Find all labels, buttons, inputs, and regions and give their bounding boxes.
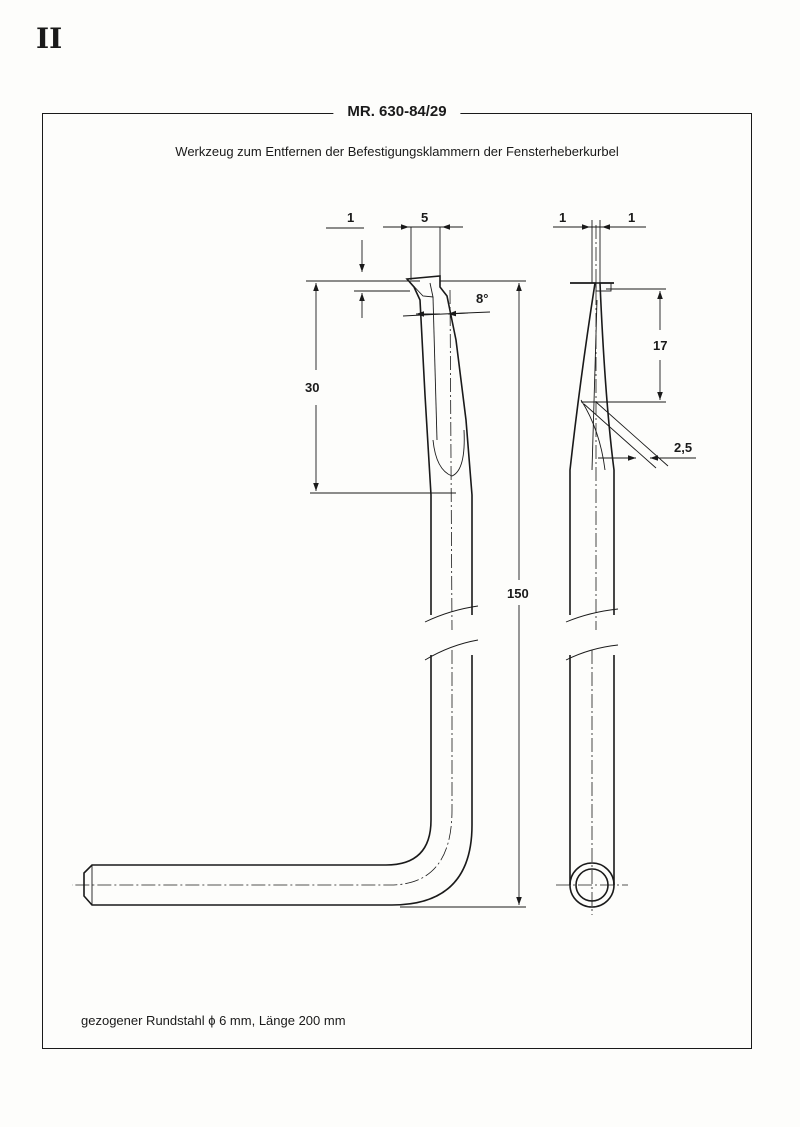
dim-tip-width: 5 [421,210,428,225]
drawing-frame: MR. 630-84/29 Werkzeug zum Entfernen der… [42,103,752,1049]
dim-side-taper: 17 [653,338,667,353]
drawing-subtitle: Werkzeug zum Entfernen der Befestigungsk… [175,144,619,159]
page-number: II [36,22,63,55]
side-view-upper-shaft [569,282,615,615]
dim-tip-offset: 1 [347,210,354,225]
dim-taper-length: 30 [305,380,319,395]
dim-total-height: 150 [507,586,529,601]
dim-side-left: 1 [559,210,566,225]
dim-side-thickness: 2,5 [674,440,692,455]
drawing-number-title: MR. 630-84/29 [333,103,461,120]
dim-side-right: 1 [628,210,635,225]
dim-tip-angle: 8° [476,291,488,306]
side-view: 1 1 17 2,5 [553,210,696,915]
material-caption: gezogener Rundstahl ϕ 6 mm, Länge 200 mm [81,1013,346,1028]
front-view: 1 5 8° 30 150 [72,210,529,908]
front-view-upper-shaft [405,275,473,615]
front-view-lower-shaft [83,655,473,906]
side-view-lower-shaft [569,655,615,885]
